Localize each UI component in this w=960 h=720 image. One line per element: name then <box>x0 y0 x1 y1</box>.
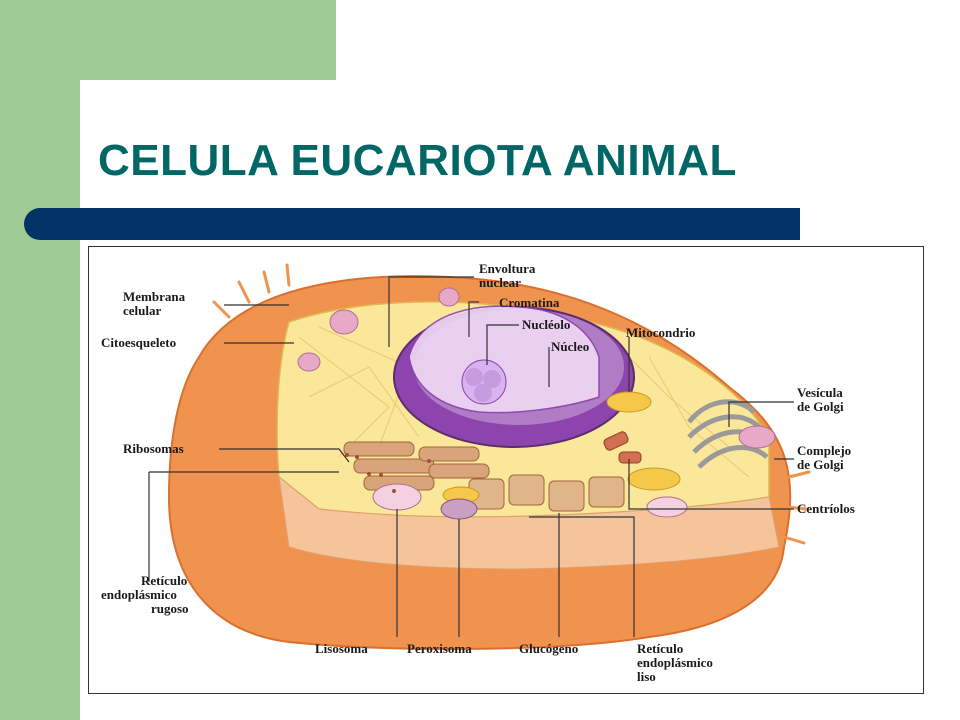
peroxisome <box>440 498 478 520</box>
vesicle <box>297 352 321 372</box>
label-line: rugoso <box>151 601 189 616</box>
label-line: de Golgi <box>797 457 844 472</box>
label-ribosomas: Ribosomas <box>123 441 184 456</box>
label-nucleolo: Nucléolo <box>522 317 570 332</box>
lysosome <box>646 496 688 518</box>
label-cromatina: Cromatina <box>499 295 560 310</box>
label-line: Vesícula <box>797 385 843 400</box>
centriole <box>618 451 642 464</box>
mitochondrion <box>606 391 652 413</box>
label-line: celular <box>123 303 161 318</box>
label-line: nuclear <box>479 275 521 290</box>
label-glucogeno: Glucógeno <box>519 641 578 656</box>
label-line: liso <box>637 669 656 684</box>
smooth-er <box>468 474 625 512</box>
label-lisosoma: Lisosoma <box>315 641 368 656</box>
lysosome <box>372 483 422 511</box>
label-line: Membrana <box>123 289 186 304</box>
centriole <box>603 431 629 451</box>
label-line: Retículo <box>141 573 187 588</box>
label-centriolos: Centríolos <box>797 501 855 516</box>
label-line: Complejo <box>797 443 851 458</box>
microvilli <box>212 263 811 545</box>
label-line: endoplásmico <box>101 587 177 602</box>
slide-title: CELULA EUCARIOTA ANIMAL <box>98 136 737 185</box>
vesicle <box>329 309 359 335</box>
leader-lines <box>148 276 794 637</box>
label-line: endoplásmico <box>637 655 713 670</box>
label-line: de Golgi <box>797 399 844 414</box>
vesicle <box>438 287 460 307</box>
golgi-vesicle <box>738 425 776 449</box>
label-citoesqueleto: Citoesqueleto <box>101 335 176 350</box>
accent-corner <box>80 80 160 160</box>
mitochondrion <box>627 467 681 491</box>
label-line: Retículo <box>637 641 683 656</box>
left-accent-bar <box>0 0 80 720</box>
label-mitocondrio: Mitocondrio <box>626 325 695 340</box>
label-line: Envoltura <box>479 261 536 276</box>
rough-er <box>343 441 490 491</box>
nucleus <box>393 305 635 448</box>
top-accent-bar <box>80 0 336 80</box>
label-peroxisoma: Peroxisoma <box>407 641 472 656</box>
label-nucleo: Núcleo <box>551 339 589 354</box>
ribosomes <box>345 453 431 493</box>
title-underline-bar <box>24 208 800 240</box>
